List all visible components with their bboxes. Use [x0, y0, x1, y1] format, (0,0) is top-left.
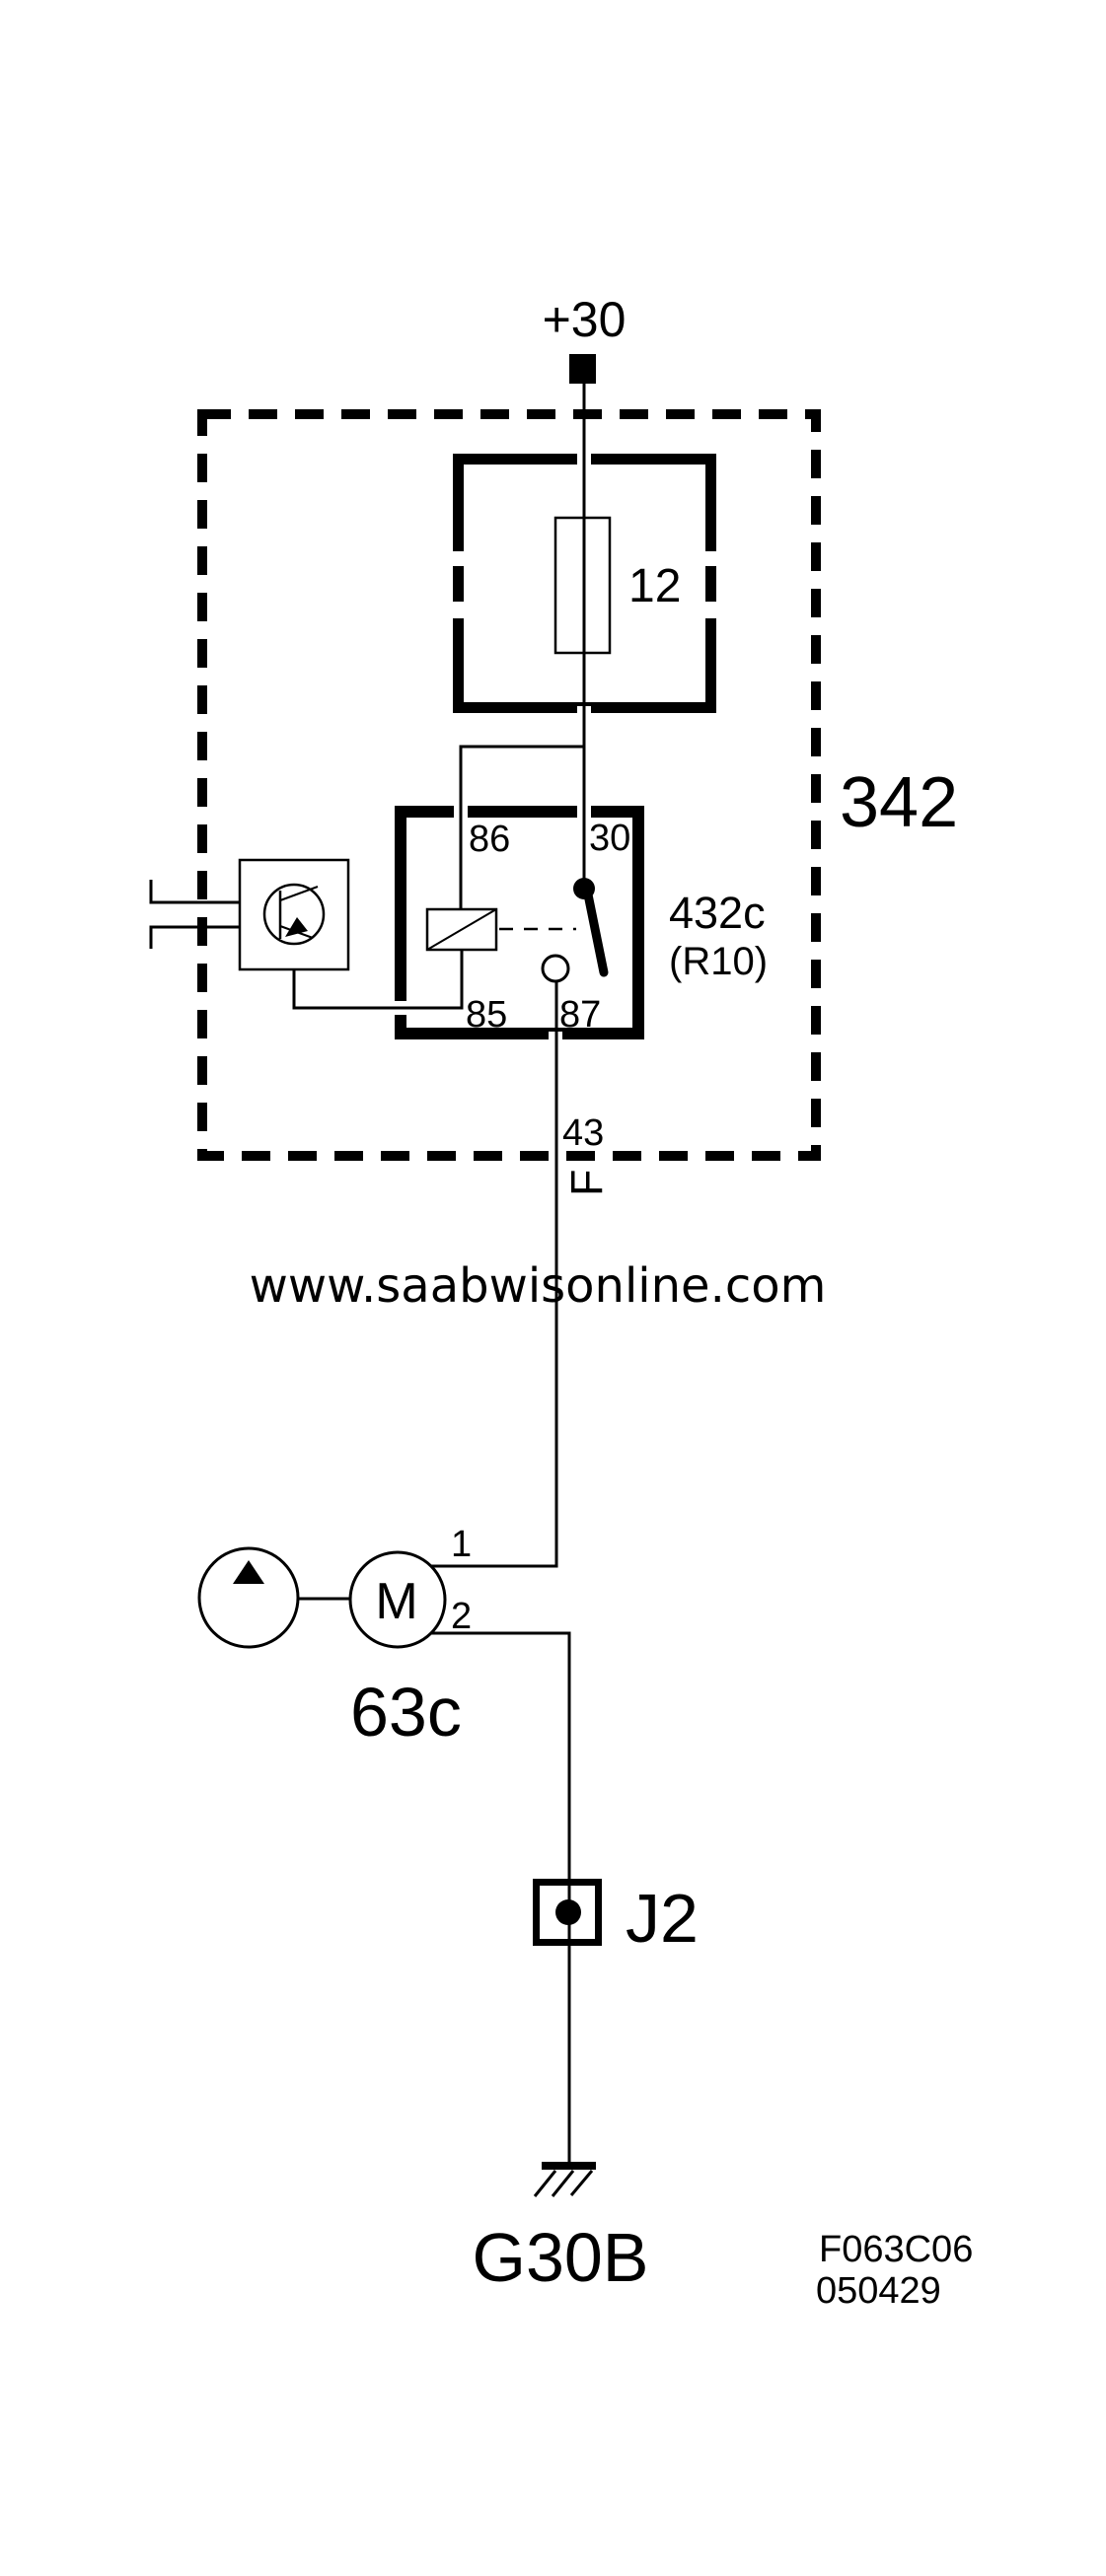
- pump-label: 63c: [350, 1674, 462, 1751]
- connector-j2-dot: [555, 1899, 581, 1925]
- figure-footer: F063C06 050429: [816, 2229, 973, 2312]
- relay-pin-85-label: 85: [466, 994, 507, 1036]
- power-feed: +30: [543, 292, 627, 384]
- pump-assembly: M 1 2 63c: [197, 1524, 472, 1751]
- relay-contact-87-circle: [541, 954, 570, 983]
- fuse-label: 12: [628, 560, 681, 612]
- wire-module-input-lower: [149, 925, 240, 949]
- pump-triangle-icon: [233, 1560, 264, 1584]
- pump-circle: [197, 1546, 300, 1649]
- wire-branch-86: [459, 745, 584, 909]
- wires: [149, 384, 586, 2166]
- ground-symbol: [533, 2162, 596, 2197]
- connector-j2-label: J2: [626, 1880, 699, 1957]
- fuse-symbol: [553, 516, 612, 655]
- ground-label: G30B: [473, 2219, 649, 2296]
- power-feed-square-icon: [569, 354, 596, 384]
- unit-342-label: 342: [840, 763, 958, 842]
- relay-switch-lever: [583, 890, 609, 977]
- pin-43-label: 43: [562, 1112, 604, 1154]
- pump-pin-1-label: 1: [451, 1524, 472, 1565]
- motor-letter: M: [375, 1573, 417, 1630]
- watermark-text: www.saabwisonline.com: [250, 1258, 827, 1314]
- transistor-module-box: [238, 858, 350, 971]
- connector-f-label: F: [561, 1170, 612, 1197]
- motor-circle: [348, 1550, 447, 1649]
- figure-id: F063C06: [819, 2229, 973, 2270]
- unit-342-dashed-border: [197, 409, 821, 1161]
- connector-j2: J2: [533, 1879, 699, 1957]
- wire-coil-to-85-module: [292, 950, 464, 1010]
- wire-pump-pin2-to-ground: [431, 1631, 571, 2166]
- power-30-label: +30: [543, 292, 627, 347]
- relay-switch: [541, 878, 609, 983]
- relay-pin-87-label: 87: [559, 994, 601, 1036]
- figure-date-code: 050429: [816, 2270, 941, 2312]
- relay-internals: 86 30 85 87: [425, 818, 630, 1036]
- relay-coil-symbol: [425, 907, 498, 952]
- transistor-icon: [262, 883, 326, 946]
- relay-label: 432c: [669, 888, 766, 938]
- relay-pin-86-label: 86: [469, 819, 510, 860]
- relay-pin-30-label: 30: [589, 818, 630, 859]
- wire-87-to-pump-pin1: [431, 981, 558, 1568]
- wire-module-input-upper: [149, 880, 240, 904]
- relay-sublabel: (R10): [669, 940, 768, 983]
- pump-pin-2-label: 2: [451, 1596, 472, 1637]
